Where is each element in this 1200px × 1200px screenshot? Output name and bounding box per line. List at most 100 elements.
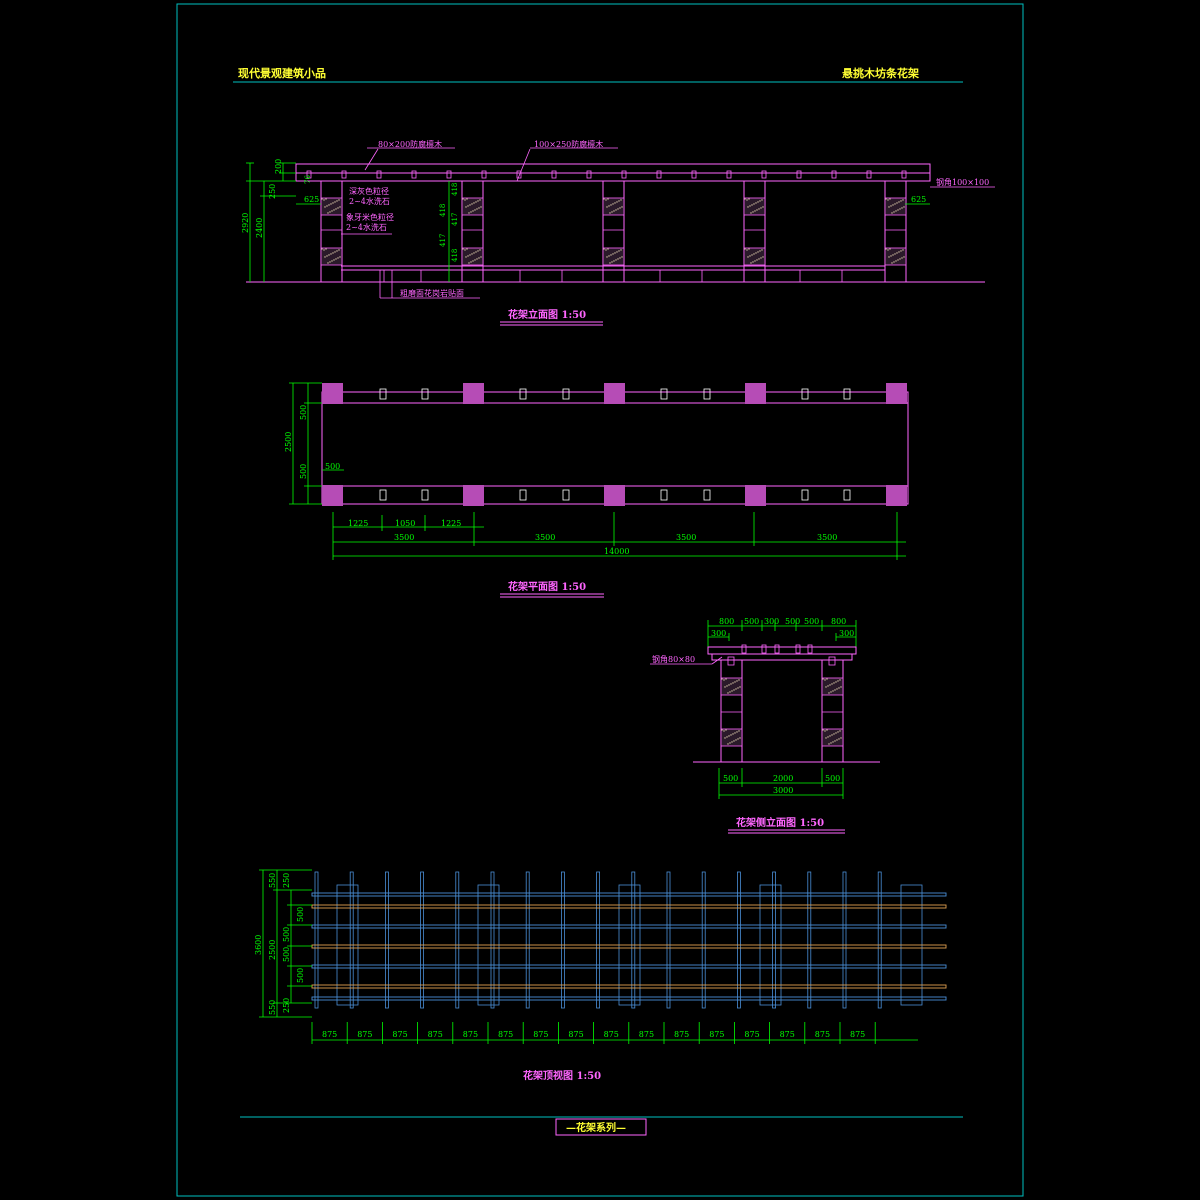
stone-texture-dot xyxy=(739,737,741,739)
stone-texture-dot xyxy=(756,209,758,211)
elevation-view: 80×200防腐檩木 100×250防腐檩木 钢角100×100 深灰色粒径 2… xyxy=(241,139,995,326)
stone-texture-dot xyxy=(887,249,889,251)
stone-texture-dot xyxy=(758,208,760,210)
stone-texture-dot xyxy=(728,735,730,737)
stone-texture-dot xyxy=(603,198,605,200)
top-view-dim-label: 875 xyxy=(498,1030,513,1039)
stone-texture-dot xyxy=(469,254,471,256)
plan-slot-bottom xyxy=(421,489,429,501)
plan-columns xyxy=(322,383,907,506)
top-inner-dim-5: 500 xyxy=(296,968,305,983)
stone-texture-dot xyxy=(889,248,891,250)
stone-texture-dot xyxy=(897,209,899,211)
side-bottom-total: 3000 xyxy=(773,786,793,795)
stone-texture-dot xyxy=(336,250,338,252)
elevation-rafter-end xyxy=(761,170,767,179)
stone-texture-dot xyxy=(834,689,836,691)
stone-texture-dot xyxy=(760,257,762,259)
stone-texture-dot xyxy=(617,208,619,210)
stone-texture-dot xyxy=(473,202,475,204)
dim-625-left: 625 xyxy=(304,195,319,204)
stone-texture-dot xyxy=(471,253,473,255)
dim-417-a: 417 xyxy=(451,213,459,226)
elevation-column-stone-band xyxy=(884,197,907,216)
plan-dim-span-1: 3500 xyxy=(394,533,414,542)
stone-texture-dot xyxy=(477,250,479,252)
elevation-column-stone-band xyxy=(461,247,484,266)
stone-texture-dot xyxy=(729,691,731,693)
plan-slot-bottom xyxy=(660,489,668,501)
stone-texture-dot xyxy=(826,678,828,680)
stone-texture-dot xyxy=(893,211,895,213)
top-view-dim-label: 875 xyxy=(850,1030,865,1039)
stone-texture-dot xyxy=(621,206,623,208)
top-view-dim-label: 875 xyxy=(463,1030,478,1039)
top-view-long-beam xyxy=(311,984,947,989)
stone-texture-dot xyxy=(330,203,332,205)
top-view-title: 花架顶视图 1:50 xyxy=(523,1069,601,1082)
stone-texture-dot xyxy=(828,743,830,745)
stone-texture-dot xyxy=(328,204,330,206)
side-steel-angle xyxy=(828,656,836,666)
stone-texture-dot xyxy=(603,248,605,250)
top-view-bottom-dim-ticks xyxy=(311,1022,876,1044)
stone-texture-dot xyxy=(749,205,751,207)
plan-view: 500 2500 500 500 1225 1050 1225 3500 350… xyxy=(284,382,909,598)
stone-texture-dot xyxy=(617,258,619,260)
plan-column-bottom xyxy=(322,485,343,506)
stone-texture-dot xyxy=(335,208,337,210)
stone-texture-dot xyxy=(896,202,898,204)
plan-column-bottom xyxy=(745,485,766,506)
top-inner-dim-6: 250 xyxy=(282,998,291,1013)
stone-texture-dot xyxy=(827,736,829,738)
top-inner-dim-4: 500 xyxy=(282,947,291,962)
side-top-dim-5: 500 xyxy=(804,617,819,626)
stone-texture-dot xyxy=(480,206,482,208)
plan-slot-bottom xyxy=(801,489,809,501)
note-stone1-b: 2~4水洗石 xyxy=(349,196,390,206)
stone-texture-dot xyxy=(755,202,757,204)
stone-texture-dot xyxy=(828,692,830,694)
side-rafter-end xyxy=(807,644,813,654)
stone-texture-dot xyxy=(902,199,904,201)
stone-texture-dot xyxy=(888,256,890,258)
dim-76: 76 xyxy=(304,175,312,184)
dim-418-b: 418 xyxy=(439,204,447,217)
stone-texture-dot xyxy=(738,679,740,681)
plan-bench-slots xyxy=(379,388,851,501)
stone-texture-dot xyxy=(474,259,476,261)
stone-texture-dot xyxy=(614,202,616,204)
plan-column-bottom xyxy=(886,485,907,506)
stone-texture-dot xyxy=(470,261,472,263)
plan-dim-span-3: 3500 xyxy=(676,533,696,542)
stone-texture-dot xyxy=(897,259,899,261)
top-view-long-beam xyxy=(311,996,947,1001)
top-left-total: 3600 xyxy=(254,935,263,955)
stone-texture-dot xyxy=(757,251,759,253)
stone-texture-dot xyxy=(900,250,902,252)
plan-slot-top xyxy=(703,388,711,400)
stone-texture-dot xyxy=(899,208,901,210)
stone-texture-dot xyxy=(736,680,738,682)
stone-texture-dot xyxy=(892,254,894,256)
top-view-long-beam xyxy=(311,964,947,969)
stone-texture-dot xyxy=(761,249,763,251)
stone-texture-dot xyxy=(730,734,732,736)
elevation-rafter-ends xyxy=(306,170,907,179)
side-top-dim-2: 500 xyxy=(744,617,759,626)
stone-texture-dot xyxy=(335,258,337,260)
side-columns xyxy=(720,656,844,763)
stone-texture-dot xyxy=(476,208,478,210)
stone-texture-dot xyxy=(474,209,476,211)
stone-texture-dot xyxy=(825,686,827,688)
stone-texture-dot xyxy=(839,730,841,732)
elevation-rafter-end xyxy=(691,170,697,179)
stone-texture-dot xyxy=(750,212,752,214)
note-stone1-a: 深灰色粒径 xyxy=(349,186,389,196)
stone-texture-dot xyxy=(752,211,754,213)
plan-slot-top xyxy=(421,388,429,400)
top-left-dim-550-a: 550 xyxy=(268,873,277,888)
leader-beam1-diag xyxy=(364,148,379,171)
top-view-long-beam xyxy=(311,944,947,949)
side-top-dim-3: 300 xyxy=(764,617,779,626)
